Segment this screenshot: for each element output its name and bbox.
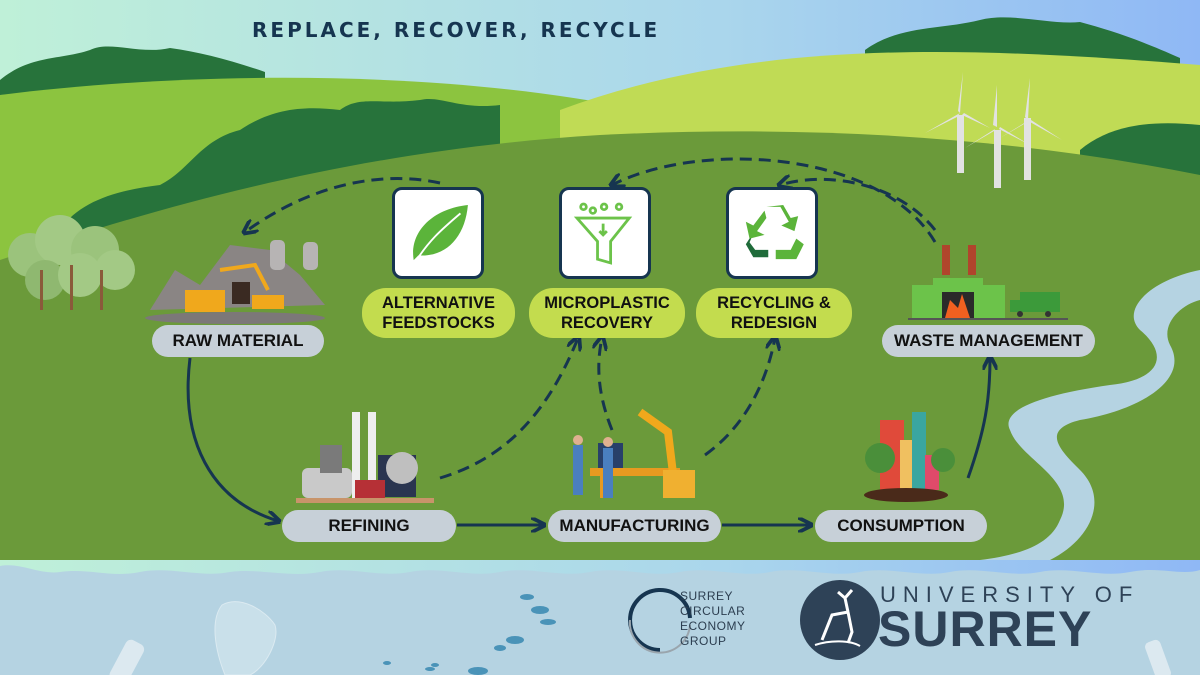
river — [980, 270, 1200, 560]
dashed-arrow-waste-to-microplastic — [612, 157, 937, 243]
refinery-illustration — [296, 412, 434, 503]
stage-refining: REFINING — [282, 510, 456, 542]
dashed-arrow-to-raw-material — [245, 177, 441, 232]
funnel-filter-icon — [559, 187, 651, 279]
stage-manufacturing: MANUFACTURING — [548, 510, 721, 542]
intervention-label-line2: FEEDSTOCKS — [382, 314, 495, 332]
fish-school-icon — [383, 594, 556, 675]
dashed-arrow-waste-to-recycling — [780, 179, 937, 231]
plastic-bottle-icon — [1145, 639, 1171, 675]
recycle-icon — [726, 187, 818, 279]
city-illustration — [864, 412, 955, 502]
stage-waste-management: WASTE MANAGEMENT — [882, 325, 1095, 357]
logo-text-line: SURREY — [680, 589, 734, 603]
waste-plant-illustration — [908, 245, 1068, 320]
sceg-logo-ring-icon — [628, 588, 692, 654]
intervention-label-line2: RECOVERY — [561, 314, 653, 332]
stage-raw-material: RAW MATERIAL — [152, 325, 324, 357]
forest-left — [8, 215, 135, 310]
page-title: REPLACE, RECOVER, RECYCLE — [252, 18, 661, 42]
university-stag-logo-icon — [800, 580, 880, 660]
factory-robot-illustration — [573, 408, 695, 498]
logo-text-line: CIRCULAR — [680, 604, 746, 618]
dashed-arrow-refining-to-microplastic — [439, 338, 578, 480]
mine-illustration — [145, 240, 325, 324]
surrey-wordmark: SURREY — [878, 601, 1093, 657]
dashed-arrow-manufacturing-to-microplastic — [599, 338, 614, 431]
water — [0, 565, 1200, 675]
wind-turbines-icon — [925, 72, 1062, 188]
intervention-label-line1: MICROPLASTIC — [544, 294, 670, 312]
intervention-microplastic-recovery: MICROPLASTIC RECOVERY — [529, 288, 685, 338]
intervention-alternative-feedstocks: ALTERNATIVE FEEDSTOCKS — [362, 288, 515, 338]
logo-text-line: ECONOMY — [680, 619, 746, 633]
intervention-label-line1: RECYCLING & — [717, 294, 831, 312]
arrow-consumption-to-waste — [966, 358, 990, 479]
plastic-bottle-icon — [109, 639, 145, 675]
stage-consumption: CONSUMPTION — [815, 510, 987, 542]
surrey-circular-economy-group-logo-text: SURREY CIRCULAR ECONOMY GROUP — [680, 589, 746, 649]
leaf-icon — [392, 187, 484, 279]
dashed-arrow-manufacturing-to-recycling — [704, 338, 775, 457]
university-of-text: UNIVERSITY OF — [880, 582, 1140, 607]
intervention-label-line1: ALTERNATIVE — [381, 294, 496, 312]
logo-text-line: GROUP — [680, 634, 727, 648]
intervention-recycling-redesign: RECYCLING & REDESIGN — [696, 288, 852, 338]
intervention-label-line2: REDESIGN — [730, 314, 818, 332]
arrow-raw-to-refining — [186, 357, 278, 521]
plastic-bag-icon — [214, 601, 277, 675]
